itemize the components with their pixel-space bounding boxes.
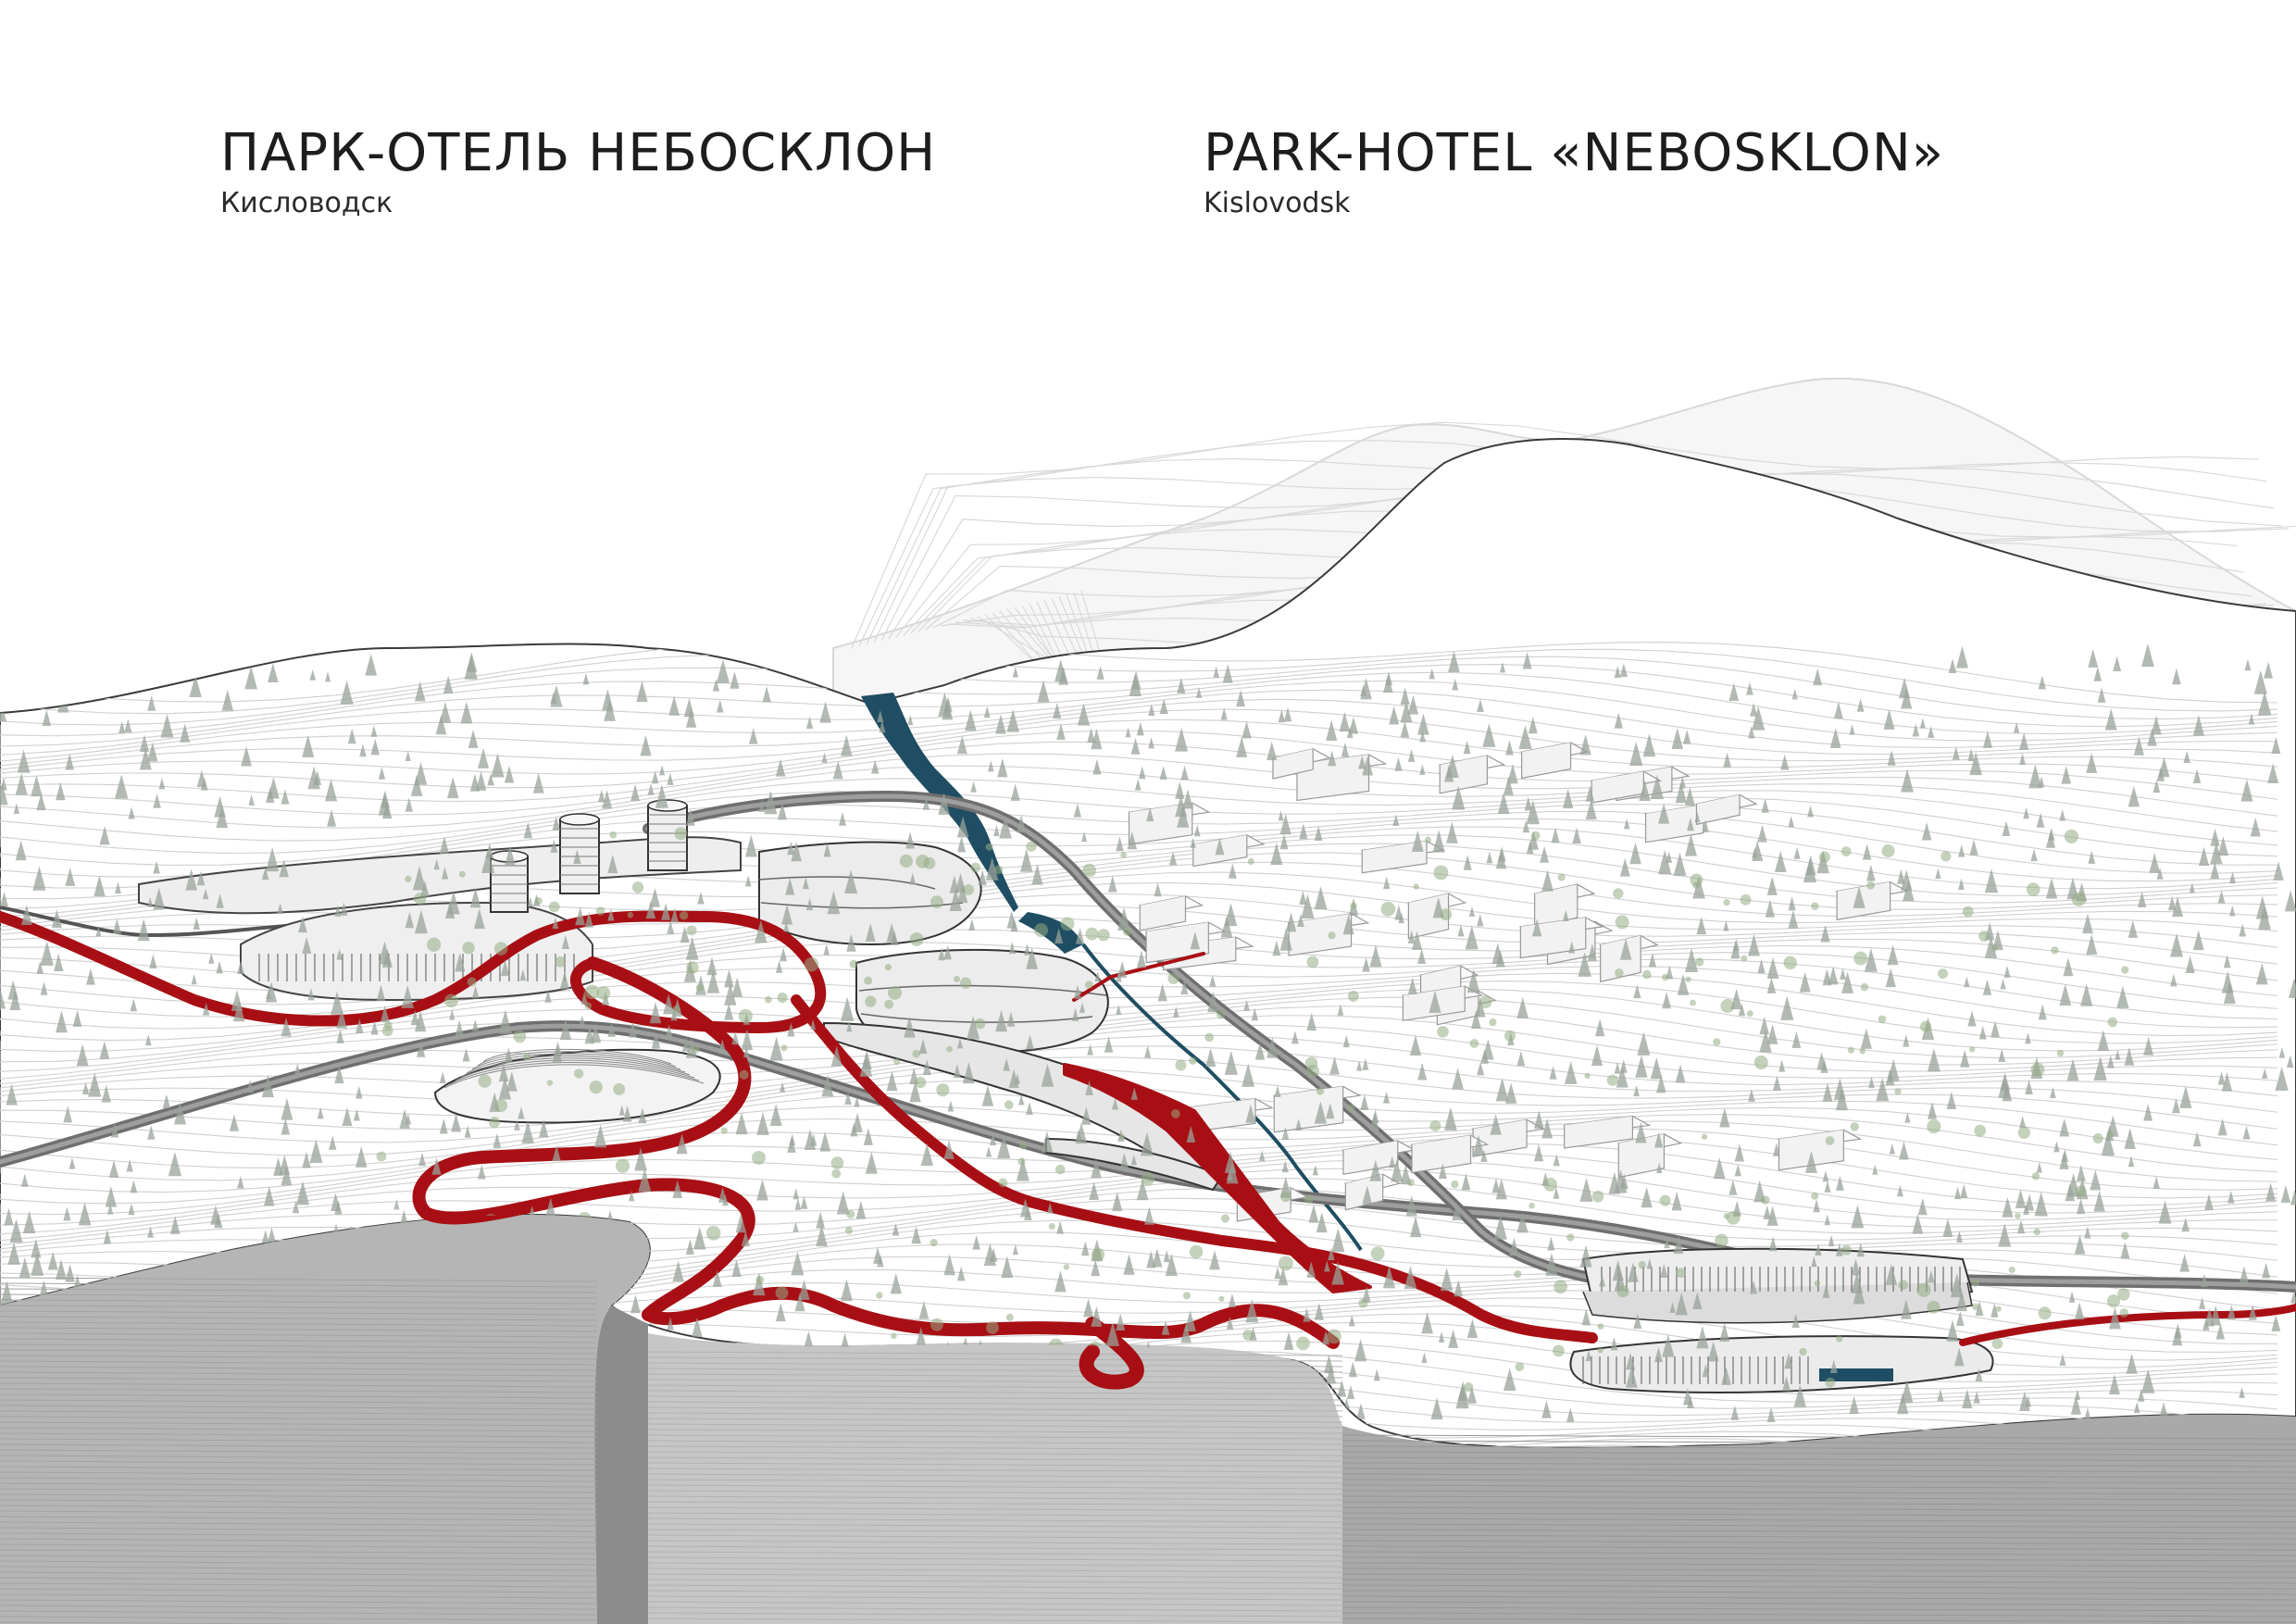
title-block-english: PARK-HOTEL «NEBOSKLON» Kislovodsk bbox=[1204, 122, 1944, 222]
swimming-pool bbox=[1819, 1368, 1893, 1381]
project-title-ru: ПАРК-ОТЕЛЬ НЕБОСКЛОН bbox=[220, 123, 937, 183]
cliff-section-center bbox=[647, 1333, 1343, 1624]
title-block-russian: ПАРК-ОТЕЛЬ НЕБОСКЛОН Кисловодск bbox=[220, 122, 936, 222]
cliff-section-left bbox=[0, 1214, 650, 1624]
project-title-en: PARK-HOTEL «NEBOSKLON» bbox=[1204, 123, 1944, 183]
city-name-ru: Кисловодск bbox=[220, 187, 393, 219]
city-name-en: Kislovodsk bbox=[1204, 187, 1351, 219]
cliff-section-right bbox=[1341, 1414, 2296, 1624]
hotel-building-lower-right bbox=[1569, 1247, 1994, 1393]
red-walking-route bbox=[0, 910, 2296, 1390]
